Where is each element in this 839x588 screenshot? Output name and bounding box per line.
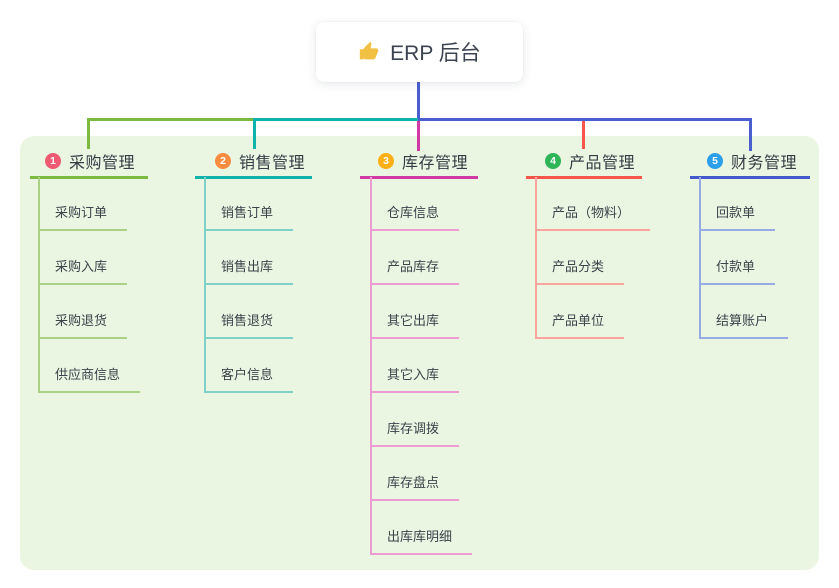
node-item-label: 销售订单 [221, 205, 274, 220]
connector-horizontal-blue [418, 118, 752, 121]
node-item[interactable]: 产品单位 [535, 312, 625, 339]
branch-4-header[interactable]: 4 产品管理 [545, 151, 636, 172]
node-item-label: 产品单位 [552, 313, 605, 328]
thumbs-up-icon [358, 41, 380, 63]
branch-4-number-badge: 4 [545, 153, 561, 169]
branch-5-child-line [699, 177, 701, 339]
branch-2-header[interactable]: 2 销售管理 [215, 151, 306, 172]
connector-drop-branch-1 [87, 118, 90, 149]
node-item[interactable]: 其它入库 [370, 366, 460, 393]
node-item-label: 供应商信息 [55, 367, 121, 382]
branch-1-underline [30, 176, 148, 179]
node-item[interactable]: 产品（物料） [535, 204, 651, 231]
node-item[interactable]: 客户信息 [204, 366, 294, 393]
node-item-label: 结算账户 [716, 313, 769, 328]
connector-horizontal-green [87, 118, 253, 121]
branch-2-underline [195, 176, 312, 179]
node-item-label: 采购入库 [55, 259, 108, 274]
node-item-label: 付款单 [716, 259, 756, 274]
node-item[interactable]: 销售出库 [204, 258, 294, 285]
node-item[interactable]: 结算账户 [699, 312, 789, 339]
node-item[interactable]: 采购订单 [38, 204, 128, 231]
node-item-label: 产品分类 [552, 259, 605, 274]
connector-drop-branch-4 [582, 121, 585, 149]
root-node-label: ERP 后台 [390, 42, 481, 65]
node-item[interactable]: 采购入库 [38, 258, 128, 285]
node-item[interactable]: 库存盘点 [370, 474, 460, 501]
node-item[interactable]: 销售退货 [204, 312, 294, 339]
branch-1-label: 采购管理 [69, 155, 136, 172]
node-item-label: 客户信息 [221, 367, 274, 382]
branch-2-label: 销售管理 [239, 155, 306, 172]
node-item[interactable]: 产品分类 [535, 258, 625, 285]
node-item-label: 采购退货 [55, 313, 108, 328]
connector-trunk [417, 82, 420, 118]
branch-5-number-badge: 5 [707, 153, 723, 169]
node-item[interactable]: 供应商信息 [38, 366, 141, 393]
node-item-label: 销售出库 [221, 259, 274, 274]
node-item-label: 其它入库 [387, 367, 440, 382]
branch-3-number-badge: 3 [378, 153, 394, 169]
node-item[interactable]: 付款单 [699, 258, 776, 285]
branch-1-child-line [38, 177, 40, 393]
node-item[interactable]: 销售订单 [204, 204, 294, 231]
branches-panel [20, 136, 819, 570]
node-item[interactable]: 产品库存 [370, 258, 460, 285]
branch-4-child-line [535, 177, 537, 339]
branch-3-child-line [370, 177, 372, 555]
connector-drop-branch-5 [749, 118, 752, 151]
branch-5-underline [690, 176, 810, 179]
node-item-label: 产品库存 [387, 259, 440, 274]
branch-4-label: 产品管理 [569, 155, 636, 172]
node-item[interactable]: 出库库明细 [370, 528, 473, 555]
connector-horizontal-teal [253, 118, 418, 121]
branch-5-label: 财务管理 [731, 155, 798, 172]
branch-3-label: 库存管理 [402, 155, 469, 172]
node-item-label: 其它出库 [387, 313, 440, 328]
connector-drop-branch-2 [253, 118, 256, 149]
node-item-label: 库存调拨 [387, 421, 440, 436]
node-item[interactable]: 采购退货 [38, 312, 128, 339]
node-item[interactable]: 回款单 [699, 204, 776, 231]
branch-2-child-line [204, 177, 206, 393]
node-item-label: 出库库明细 [387, 529, 453, 544]
node-item-label: 销售退货 [221, 313, 274, 328]
node-item-label: 产品（物料） [552, 205, 631, 220]
branch-2-number-badge: 2 [215, 153, 231, 169]
node-item[interactable]: 库存调拨 [370, 420, 460, 447]
node-item-label: 回款单 [716, 205, 756, 220]
branch-1-header[interactable]: 1 采购管理 [45, 151, 136, 172]
branch-3-underline [360, 176, 478, 179]
connector-drop-branch-3 [417, 121, 420, 151]
branch-1-number-badge: 1 [45, 153, 61, 169]
branch-4-underline [526, 176, 642, 179]
branch-3-header[interactable]: 3 库存管理 [378, 151, 469, 172]
node-item-label: 采购订单 [55, 205, 108, 220]
node-item[interactable]: 其它出库 [370, 312, 460, 339]
branch-5-header[interactable]: 5 财务管理 [707, 151, 798, 172]
root-node[interactable]: ERP 后台 [316, 22, 523, 82]
node-item-label: 仓库信息 [387, 205, 440, 220]
node-item-label: 库存盘点 [387, 475, 440, 490]
node-item[interactable]: 仓库信息 [370, 204, 460, 231]
